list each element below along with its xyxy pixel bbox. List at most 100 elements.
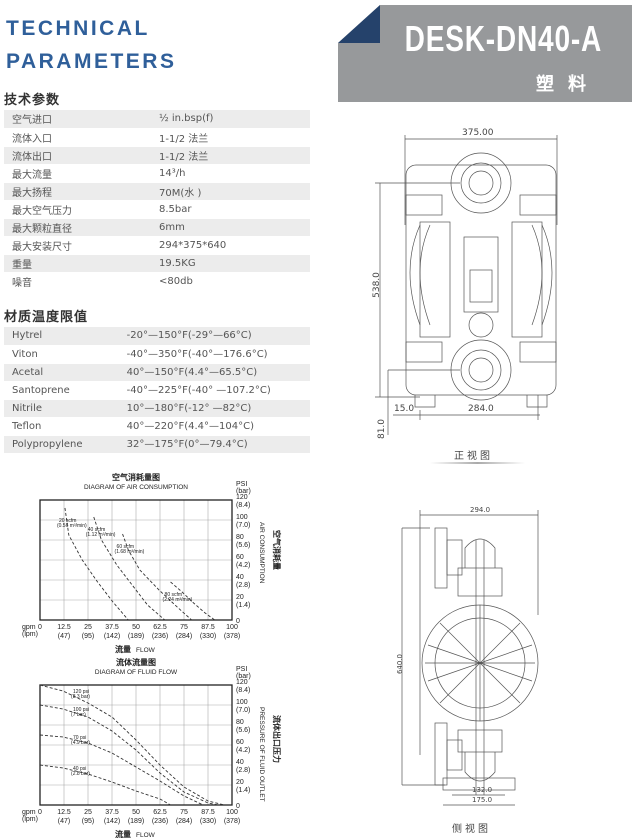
front-view-drawing	[375, 135, 558, 435]
x-tick-label: 50	[132, 624, 140, 631]
x-tick-label: 12.5	[57, 624, 71, 631]
tech-params-heading: 技术参数	[4, 93, 61, 108]
series-label-2: (1.12 m³/min)	[86, 532, 116, 538]
row-label: 最大安装尺寸	[4, 236, 134, 255]
x-tick-label-lpm: (236)	[152, 633, 168, 640]
y-tick-label: 0	[236, 803, 240, 810]
x-tick-label-lpm: (284)	[176, 818, 192, 825]
y-unit-2: (bar)	[236, 488, 251, 495]
front-base-dim: 284.0	[468, 404, 494, 414]
row-label: Nitrile	[4, 399, 101, 418]
y-tick-label-bar: (1.4)	[236, 787, 250, 794]
x-tick-label: 37.5	[105, 624, 119, 631]
x-label: FLOW	[136, 647, 156, 654]
y-tick-label: 120	[236, 494, 248, 501]
x-tick-label: 100	[226, 624, 238, 631]
series-line-3	[39, 764, 171, 806]
x-tick-label-lpm: (189)	[128, 633, 144, 640]
side-view-drawing	[401, 510, 539, 806]
row-value: 32°—175°F(0°—79.4°C)	[100, 435, 310, 454]
x-tick-label: 25	[84, 624, 92, 631]
y-tick-label-bar: (4.2)	[236, 747, 250, 754]
x-label-cn: 流量	[115, 829, 131, 838]
x-unit: gpm	[22, 624, 36, 631]
series-line-0	[39, 684, 225, 806]
y-label-cn: 流体出口压力	[272, 715, 282, 763]
side-view-caption: 侧视图	[452, 824, 491, 835]
series-line-1	[93, 516, 166, 621]
x-tick-label: 25	[84, 809, 92, 816]
title-line-2: PARAMETERS	[6, 50, 177, 73]
series-label: 60 scfm	[117, 544, 135, 550]
x-tick-label-lpm: (330)	[200, 818, 216, 825]
material-label: 塑料	[536, 74, 600, 95]
y-tick-label-bar: (2.8)	[236, 582, 250, 589]
y-tick-label-bar: (5.6)	[236, 542, 250, 549]
y-tick-label: 100	[236, 514, 248, 521]
row-label: 最大扬程	[4, 182, 134, 201]
series-label: 80 scfm	[165, 592, 183, 598]
y-tick-label-bar: (1.4)	[236, 602, 250, 609]
series-line-3	[170, 581, 215, 621]
x-tick-label: 0	[38, 809, 42, 816]
row-label: 空气进口	[4, 110, 134, 129]
y-label-cn: 空气消耗量	[272, 530, 282, 570]
row-label: 流体入口	[4, 128, 134, 147]
x-tick-label: 62.5	[153, 809, 167, 816]
y-label: AIR CONSUMPTION	[258, 522, 265, 584]
chart-title: DIAGRAM OF FLUID FLOW	[95, 669, 178, 676]
y-tick-label: 120	[236, 679, 248, 686]
x-tick-label: 12.5	[57, 809, 71, 816]
series-label-2: (4.9 bar)	[71, 740, 90, 746]
series-label: 20 scfm	[59, 518, 77, 524]
y-tick-label: 60	[236, 554, 244, 561]
row-label: 流体出口	[4, 146, 134, 165]
x-tick-label-lpm: (47)	[58, 818, 70, 825]
row-label: Viton	[4, 345, 101, 364]
row-value: -20°—150°F(-29°—66°C)	[100, 327, 310, 346]
row-label: 最大流量	[4, 164, 134, 183]
y-tick-label: 80	[236, 719, 244, 726]
y-tick-label-bar: (5.6)	[236, 727, 250, 734]
series-line-2	[122, 533, 192, 621]
chart-title: DIAGRAM OF AIR CONSUMPTION	[84, 484, 188, 491]
y-tick-label: 0	[236, 618, 240, 625]
series-line-2	[39, 734, 204, 806]
plot-frame	[39, 499, 233, 621]
series-line-0	[64, 507, 129, 621]
row-value: 294*375*640	[133, 236, 310, 255]
x-unit-2: (lpm)	[22, 631, 38, 638]
row-value: 19.5KG	[133, 254, 310, 273]
series-label: 120 psi	[73, 689, 89, 695]
side-base-inner-dim: 132.0	[472, 786, 493, 794]
x-tick-label-lpm: (284)	[176, 633, 192, 640]
series-label: 70 psi	[73, 735, 86, 741]
row-label: 重量	[4, 254, 134, 273]
x-label-cn: 流量	[115, 644, 131, 654]
title-line-1: TECHNICAL	[6, 17, 150, 40]
series-label-2: (0.56 m³/min)	[57, 523, 87, 529]
row-value: 10°—180°F(-12° —82°C)	[100, 399, 310, 418]
row-value: <80db	[133, 272, 310, 291]
side-height-dim: 640.0	[396, 653, 405, 675]
row-label: Polypropylene	[4, 435, 101, 454]
table-row: Santoprene-40°—225°F(-40° —107.2°C)	[4, 381, 310, 400]
model-name: DESK-DN40-A	[404, 18, 602, 59]
x-tick-label-lpm: (95)	[82, 818, 94, 825]
row-value: 70M(水 )	[133, 182, 310, 201]
x-tick-label: 75	[180, 809, 188, 816]
series-label-2: (8.3 bar)	[71, 694, 90, 700]
row-value: ½ in.bsp(f)	[133, 110, 310, 129]
series-line-1	[39, 704, 219, 806]
y-tick-label: 100	[236, 699, 248, 706]
row-label: Teflon	[4, 417, 101, 436]
plot-frame	[39, 684, 233, 806]
